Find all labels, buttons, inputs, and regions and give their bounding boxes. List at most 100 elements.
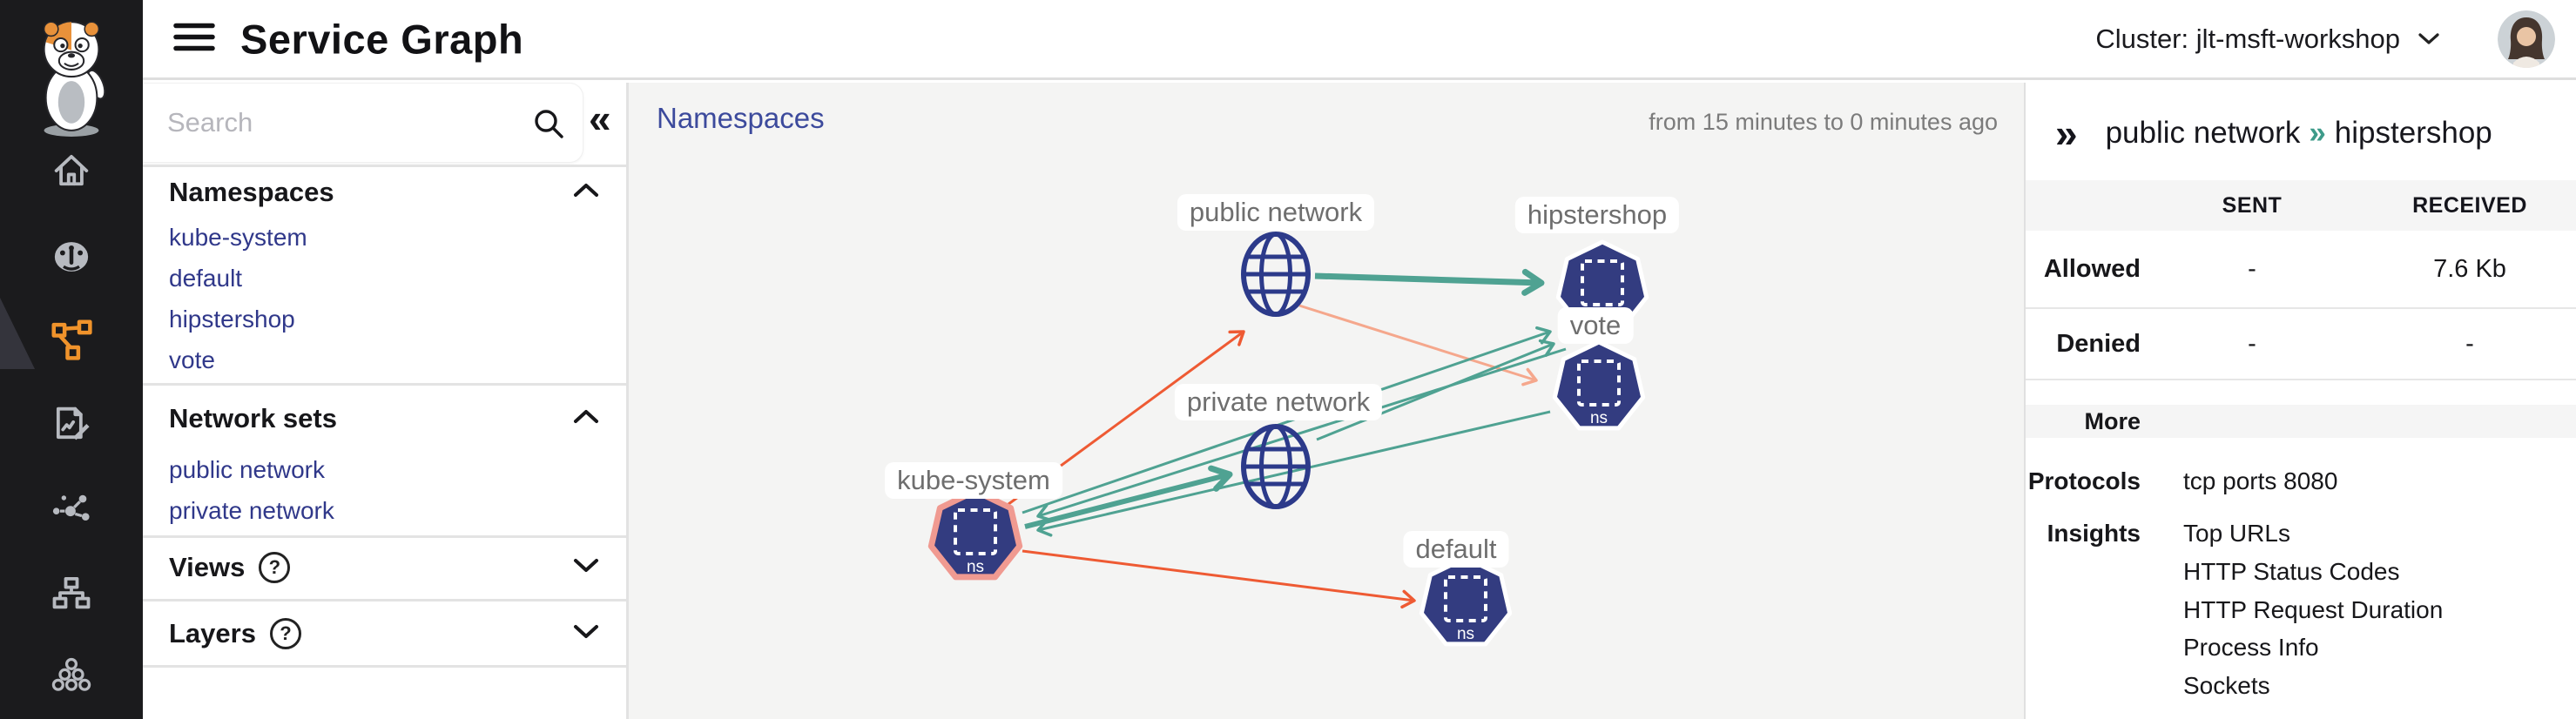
insight-top-urls[interactable]: Top URLs xyxy=(2183,520,2290,547)
user-avatar[interactable] xyxy=(2498,10,2555,68)
network-map-icon[interactable] xyxy=(45,483,98,535)
namespace-icon xyxy=(1444,575,1487,622)
section-layers[interactable]: Layers ? xyxy=(143,611,626,656)
icon-rail xyxy=(0,0,143,719)
table-row-denied: Denied - - xyxy=(2026,309,2576,379)
edge-public-network-hipstershop[interactable] xyxy=(1314,268,1545,296)
top-bar: Service Graph Cluster: jlt-msft-workshop xyxy=(143,0,2576,80)
protocols-label: Protocols xyxy=(2027,467,2141,494)
chevron-down-icon xyxy=(2418,32,2439,44)
edge-hipstershop-kube-system[interactable] xyxy=(1036,347,1567,522)
node-private-network-globe-icon[interactable] xyxy=(1241,424,1311,509)
cluster-selector[interactable]: Cluster: jlt-msft-workshop xyxy=(2095,24,2440,55)
menu-icon[interactable] xyxy=(172,21,216,57)
insight-process-info[interactable]: Process Info xyxy=(2183,634,2319,661)
column-sent: SENT xyxy=(2222,192,2283,218)
sidebar-item-private-network[interactable]: private network xyxy=(169,497,334,524)
edge-target-label: hipstershop xyxy=(2334,116,2492,150)
edge-kube-system-hipstershop[interactable] xyxy=(1022,326,1552,514)
sidebar-item-vote[interactable]: vote xyxy=(169,346,215,373)
divider xyxy=(143,165,626,167)
collapse-sidebar-icon[interactable]: « xyxy=(589,96,611,141)
otterize-logo[interactable] xyxy=(10,7,132,144)
service-graph-svg: ns ns ns ns xyxy=(927,232,1649,647)
service-graph-icon[interactable] xyxy=(45,313,98,366)
access-graph-icon[interactable] xyxy=(45,398,98,450)
insight-http-status-codes[interactable]: HTTP Status Codes xyxy=(2183,558,2400,585)
node-kube-system[interactable]: ns xyxy=(927,487,1023,581)
row-label: Allowed xyxy=(2043,254,2141,283)
more-label: More xyxy=(2084,407,2141,434)
divider xyxy=(143,535,626,538)
chevron-down-icon xyxy=(572,623,600,644)
panel-title: » public network » hipstershop xyxy=(2026,107,2576,159)
graph-canvas[interactable]: Namespaces from 15 minutes to 0 minutes … xyxy=(629,83,2024,719)
canvas-view-label: Namespaces xyxy=(657,102,825,134)
sidebar-item-default[interactable]: default xyxy=(169,265,243,292)
more-section-header: More xyxy=(2026,405,2576,438)
insight-sockets[interactable]: Sockets xyxy=(2183,672,2270,699)
active-item-wedge xyxy=(0,298,35,369)
node-public-network-globe-icon[interactable] xyxy=(1241,232,1311,317)
cluster-label: Cluster: jlt-msft-workshop xyxy=(2095,23,2400,54)
edge-source-label: public network xyxy=(2105,116,2301,150)
sidebar: « Namespaces kube-system default hipster… xyxy=(143,83,629,719)
sidebar-item-hipstershop[interactable]: hipstershop xyxy=(169,306,295,333)
clusters-icon[interactable] xyxy=(45,650,98,702)
chevron-up-icon xyxy=(572,182,600,203)
page-title: Service Graph xyxy=(240,16,524,62)
section-label: Namespaces xyxy=(169,177,334,207)
namespace-icon xyxy=(1581,259,1624,306)
namespace-icon xyxy=(954,508,997,555)
node-label-vote[interactable]: vote xyxy=(1557,307,1634,344)
allowed-sent-value: - xyxy=(2248,254,2256,283)
divider xyxy=(143,599,626,601)
divider xyxy=(2026,307,2576,309)
edge-vote-kube-system[interactable] xyxy=(1036,410,1551,537)
section-label: Network sets xyxy=(169,403,337,433)
column-received: RECEIVED xyxy=(2412,192,2527,218)
section-label: Layers xyxy=(169,618,256,648)
help-icon[interactable]: ? xyxy=(259,552,291,583)
edge-kube-system-private-network[interactable] xyxy=(1024,465,1233,529)
node-vote[interactable]: ns xyxy=(1552,339,1646,431)
divider xyxy=(143,665,626,668)
node-label-default[interactable]: default xyxy=(1403,531,1509,568)
hierarchy-icon[interactable] xyxy=(45,566,98,618)
sidebar-item-public-network[interactable]: public network xyxy=(169,456,325,483)
insights-label: Insights xyxy=(2047,520,2141,547)
node-label-hipstershop[interactable]: hipstershop xyxy=(1514,197,1680,233)
section-namespaces[interactable]: Namespaces xyxy=(143,170,626,215)
namespace-icon xyxy=(1577,360,1621,407)
insight-http-request-duration[interactable]: HTTP Request Duration xyxy=(2183,596,2444,623)
breadcrumb-separator-icon: » xyxy=(2309,116,2326,150)
node-label-public-network[interactable]: public network xyxy=(1177,194,1375,231)
expand-panel-icon[interactable]: » xyxy=(2055,111,2078,156)
divider xyxy=(143,383,626,386)
traffic-table-header: SENT RECEIVED xyxy=(2026,180,2576,231)
sidebar-item-kube-system[interactable]: kube-system xyxy=(169,224,307,251)
edge-details-panel: » public network » hipstershop SENT RECE… xyxy=(2024,83,2576,719)
help-icon[interactable]: ? xyxy=(269,618,301,649)
table-row-allowed: Allowed - 7.6 Kb xyxy=(2026,231,2576,307)
denied-received-value: - xyxy=(2465,329,2474,358)
edge-kube-system-default[interactable] xyxy=(1022,549,1416,609)
section-views[interactable]: Views ? xyxy=(143,545,626,590)
protocols-value: tcp ports 8080 xyxy=(2183,467,2338,494)
ns-badge: ns xyxy=(1590,409,1608,427)
node-default[interactable]: ns xyxy=(1419,555,1513,647)
section-label: Views xyxy=(169,552,246,582)
ns-badge: ns xyxy=(967,558,984,576)
node-label-private-network[interactable]: private network xyxy=(1174,384,1383,420)
dashboard-icon[interactable] xyxy=(45,231,98,283)
section-network-sets[interactable]: Network sets xyxy=(143,396,626,441)
home-icon[interactable] xyxy=(45,144,98,196)
chevron-up-icon xyxy=(572,408,600,429)
search-input[interactable] xyxy=(167,84,498,162)
row-label: Denied xyxy=(2056,329,2141,358)
search-icon[interactable] xyxy=(531,106,566,145)
search-box xyxy=(143,83,583,163)
divider xyxy=(2026,379,2576,380)
node-label-kube-system[interactable]: kube-system xyxy=(885,462,1062,499)
